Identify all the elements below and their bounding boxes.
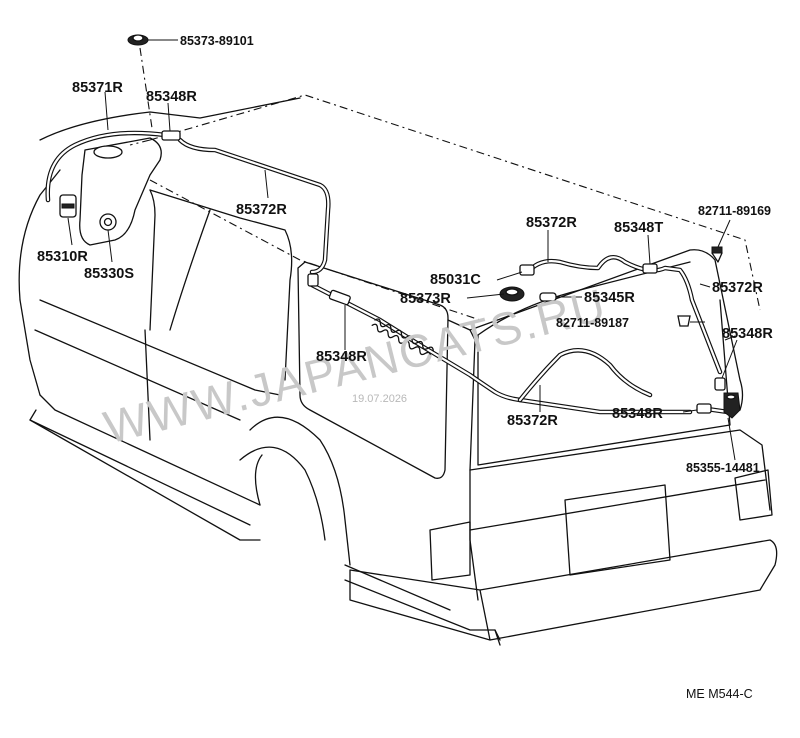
- rear-nozzle-icon: [723, 392, 741, 419]
- leader-lines: [67, 39, 738, 461]
- joint-side-icon: [328, 289, 351, 306]
- watermark-date: 19.07.2026: [352, 393, 407, 405]
- label-tee-joint: 85348T: [614, 220, 663, 236]
- washer-hoses: [45, 130, 735, 415]
- label-nozzle-joint: 85031C: [430, 272, 481, 288]
- label-clip-lower: 82711-89187: [556, 316, 629, 330]
- joint-lower-right-icon: [696, 403, 712, 414]
- label-hose-front-left: 85371R: [72, 80, 123, 96]
- label-joint-left-lower: 85348R: [316, 349, 367, 365]
- label-check-valve: 85345R: [584, 290, 635, 306]
- figure-reference: ME M544-C: [686, 687, 753, 701]
- label-hose-right: 85372R: [712, 280, 763, 296]
- label-grommet-mid: 85373R: [400, 291, 451, 307]
- washer-tank: [59, 137, 162, 246]
- joint-upper-icon: [161, 130, 181, 141]
- joint-left-lower-icon: [307, 273, 319, 287]
- coiled-hose-section: [371, 318, 434, 357]
- label-joint-upper: 85348R: [146, 89, 197, 105]
- label-grommet-tank: 85330S: [84, 266, 134, 282]
- label-joint-right: 85348R: [722, 326, 773, 342]
- label-nozzle: 85355-14481: [686, 461, 760, 475]
- label-clip-upper-right: 82711-89169: [698, 204, 771, 218]
- label-joint-lower-right: 85348R: [612, 406, 663, 422]
- tee-joint-icon: [642, 263, 658, 274]
- label-hose-lower: 85372R: [507, 413, 558, 429]
- clip-lower-icon: [677, 315, 691, 327]
- part-labels: 85373-89101 85371R 85348R 85372R 85310R …: [37, 34, 773, 475]
- joint-right-icon: [714, 377, 726, 391]
- vehicle-body: [18, 94, 778, 646]
- label-grommet-top: 85373-89101: [180, 34, 254, 48]
- label-hose-mid-right: 85372R: [526, 215, 577, 231]
- label-hose-roof: 85372R: [236, 202, 287, 218]
- clip-upper-right-icon: [711, 246, 723, 263]
- grommet-top-icon: [127, 34, 149, 46]
- label-pump: 85310R: [37, 249, 88, 265]
